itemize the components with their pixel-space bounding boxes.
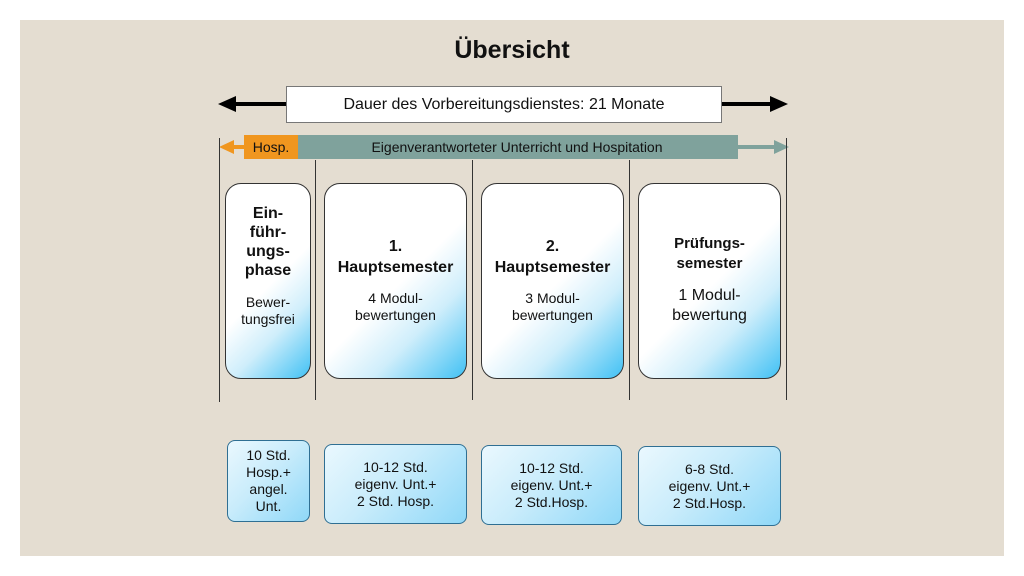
separator-line bbox=[219, 138, 220, 402]
phase-evaluation: 1 Modul-bewertung bbox=[672, 287, 747, 324]
phase-card-intro: Ein-führ- ungs-phase Bewer-tungsfrei bbox=[225, 183, 311, 379]
phase-card-exam: Prüfungs-semester 1 Modul-bewertung bbox=[638, 183, 781, 379]
phase-card-semester-2: 2.Hauptsemester 3 Modul-bewertungen bbox=[481, 183, 624, 379]
phase-evaluation: 4 Modul-bewertungen bbox=[355, 290, 436, 323]
phase-evaluation: 3 Modul-bewertungen bbox=[512, 290, 593, 323]
phase-evaluation: Bewer-tungsfrei bbox=[241, 294, 295, 327]
separator-line bbox=[315, 160, 316, 400]
page-title: Übersicht bbox=[454, 36, 570, 64]
teaching-band-label: Eigenverantworteter Unterricht und Hospi… bbox=[371, 139, 663, 155]
hospitation-segment: Hosp. bbox=[244, 135, 298, 159]
duration-box: Dauer des Vorbereitungsdienstes: 21 Mona… bbox=[286, 86, 722, 123]
phase-title: 1.Hauptsemester bbox=[337, 238, 454, 276]
hours-box-semester-1: 10-12 Std.eigenv. Unt.+2 Std. Hosp. bbox=[324, 444, 467, 524]
phase-title: 2.Hauptsemester bbox=[494, 238, 611, 276]
hours-box-exam: 6-8 Std.eigenv. Unt.+2 Std.Hosp. bbox=[638, 446, 781, 526]
separator-line bbox=[629, 160, 630, 400]
hours-box-intro: 10 Std.Hosp.+ angel.Unt. bbox=[227, 440, 310, 522]
phase-card-semester-1: 1.Hauptsemester 4 Modul-bewertungen bbox=[324, 183, 467, 379]
hours-box-semester-2: 10-12 Std.eigenv. Unt.+2 Std.Hosp. bbox=[481, 445, 622, 525]
hospitation-label: Hosp. bbox=[252, 139, 290, 155]
duration-label: Dauer des Vorbereitungsdienstes: 21 Mona… bbox=[343, 95, 665, 113]
teaching-band: Eigenverantworteter Unterricht und Hospi… bbox=[296, 135, 738, 159]
separator-line bbox=[786, 138, 787, 400]
separator-line bbox=[472, 160, 473, 400]
phase-title: Prüfungs-semester bbox=[674, 235, 745, 272]
phase-title: Ein-führ- ungs-phase bbox=[244, 205, 292, 279]
